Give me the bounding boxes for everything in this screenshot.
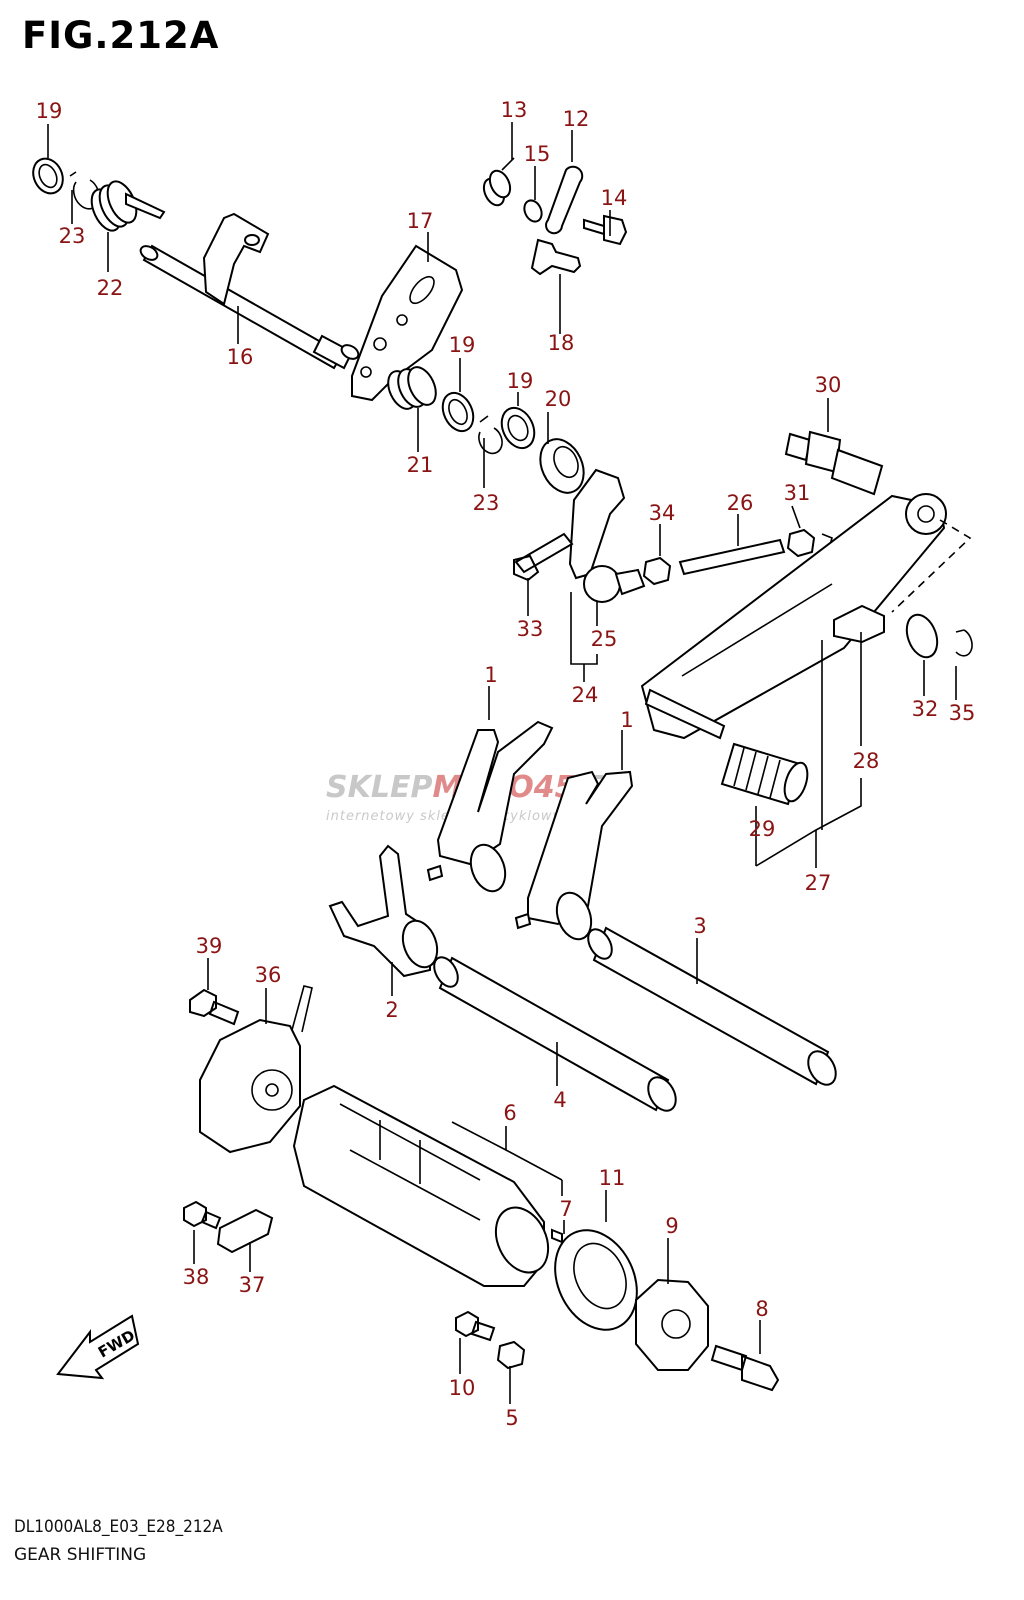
tie-rod-26	[678, 538, 786, 576]
callout-37: 37	[239, 1273, 266, 1297]
gear-position-sensor-36	[199, 985, 313, 1154]
return-spring-22	[90, 180, 166, 232]
spring-21	[387, 366, 437, 410]
model-code: DL1000AL8_E03_E28_212A	[14, 1517, 223, 1537]
footpeg-rubber-29	[720, 742, 809, 806]
callout-1b: 1	[620, 708, 633, 732]
callout-36: 36	[255, 963, 282, 987]
callout-numbers: 19 23 22 16 17 13 15 12 14 18 19 21 19 2…	[36, 98, 976, 1430]
callout-28: 28	[853, 749, 880, 773]
callout-1a: 1	[484, 663, 497, 687]
fwd-arrow: FWD	[56, 1314, 140, 1380]
bolt-8	[710, 1344, 780, 1392]
callout-35: 35	[949, 701, 976, 725]
washer-19-middle	[441, 391, 475, 433]
spring-13	[482, 157, 515, 207]
callout-12: 12	[563, 107, 590, 131]
callout-31: 31	[784, 481, 811, 505]
bearing-11	[554, 1229, 638, 1331]
callout-18: 18	[548, 331, 575, 355]
callout-17: 17	[407, 209, 434, 233]
oil-seal-20	[539, 438, 585, 494]
callout-32: 32	[912, 697, 939, 721]
callout-30: 30	[815, 373, 842, 397]
callout-10: 10	[449, 1376, 476, 1400]
callout-9: 9	[665, 1214, 678, 1238]
cam-driven-gear-9	[635, 1278, 709, 1371]
callout-7: 7	[559, 1197, 572, 1221]
callout-27: 27	[805, 871, 832, 895]
pivot-bolt-30	[784, 430, 884, 496]
gearshift-cam-6	[292, 1084, 550, 1287]
callout-6: 6	[503, 1101, 516, 1125]
callout-2: 2	[385, 998, 398, 1022]
callout-22: 22	[97, 276, 124, 300]
washer-32	[905, 613, 939, 659]
callout-38: 38	[183, 1265, 210, 1289]
callout-20: 20	[545, 387, 572, 411]
pin-7	[551, 1228, 563, 1244]
callout-19b: 19	[449, 333, 476, 357]
shift-plate-17	[351, 244, 464, 402]
callout-39: 39	[196, 934, 223, 958]
watermark-brand-a: SKLEP	[326, 770, 432, 805]
callout-15: 15	[524, 142, 551, 166]
callout-25: 25	[591, 627, 618, 651]
figure-title: FIG.212A	[22, 14, 220, 57]
callout-16: 16	[227, 345, 254, 369]
circlip-35	[955, 629, 973, 657]
bolt-33	[513, 532, 574, 582]
callout-33: 33	[517, 617, 544, 641]
callout-11: 11	[599, 1166, 626, 1190]
bolt-38	[183, 1200, 222, 1230]
shift-lever-24	[568, 468, 646, 603]
callout-23b: 23	[473, 491, 500, 515]
callout-5: 5	[505, 1406, 518, 1430]
nut-34	[642, 556, 672, 586]
washer-15	[523, 199, 543, 223]
nut-31	[786, 528, 816, 558]
callout-23a: 23	[59, 224, 86, 248]
callout-21: 21	[407, 453, 434, 477]
circlip-23-middle	[478, 415, 503, 455]
callout-34: 34	[649, 501, 676, 525]
callout-24: 24	[572, 683, 599, 707]
bolt-14	[583, 214, 628, 246]
callout-13: 13	[501, 98, 528, 122]
callout-19c: 19	[507, 369, 534, 393]
pin-18	[530, 238, 582, 276]
gearshift-shaft-16	[139, 212, 360, 370]
fork-shaft-4	[433, 956, 677, 1112]
link-12	[545, 165, 584, 235]
bolt-10	[455, 1310, 496, 1342]
figure-caption: GEAR SHIFTING	[14, 1545, 147, 1565]
callout-8: 8	[755, 1297, 768, 1321]
plate-37	[216, 1208, 274, 1254]
callout-19a: 19	[36, 99, 63, 123]
shift-fork-1-left	[426, 720, 554, 893]
callout-14: 14	[601, 186, 628, 210]
washer-19-top	[32, 157, 64, 195]
callout-29: 29	[749, 817, 776, 841]
callout-26: 26	[727, 491, 754, 515]
circlip-23-top	[69, 171, 100, 210]
shift-fork-1-right	[514, 770, 634, 941]
bushing-28	[833, 604, 885, 644]
callout-4: 4	[553, 1088, 566, 1112]
fork-shaft-3	[587, 926, 837, 1086]
callout-3: 3	[693, 914, 706, 938]
shift-fork-2	[328, 844, 439, 978]
washer-5	[496, 1340, 526, 1370]
gearshift-lever-27	[640, 493, 947, 740]
leader-lines	[47, 122, 972, 1404]
bolt-39	[189, 988, 240, 1026]
